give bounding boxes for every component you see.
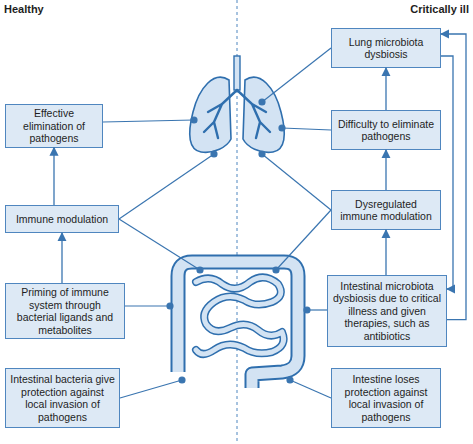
box-text: Intestinal bacteria give protection agai… <box>10 373 115 423</box>
arrow-connector <box>385 68 386 110</box>
box-text: Lung microbiota dysbiosis <box>336 36 436 61</box>
arrow-connector <box>385 150 386 190</box>
arrow-connector <box>61 233 62 283</box>
arrow-connector <box>385 230 386 275</box>
intestine-illustration <box>178 262 298 388</box>
arrow-connector <box>441 56 453 289</box>
box-text: Difficulty to eliminate pathogens <box>336 118 436 143</box>
process-box: Difficulty to eliminate pathogens <box>331 110 441 150</box>
box-text: Dysregulated immune modulation <box>336 198 436 223</box>
column-heading: Healthy <box>4 3 44 15</box>
arrow-connector <box>53 148 54 206</box>
column-heading: Critically ill <box>410 3 469 15</box>
lungs-illustration <box>190 56 285 152</box>
box-text: Priming of immune system through bacteri… <box>10 286 120 336</box>
process-box: Intestine loses protection against local… <box>331 368 441 428</box>
process-box: Priming of immune system through bacteri… <box>5 283 125 339</box>
box-text: Immune modulation <box>16 213 108 226</box>
process-box: Intestinal bacteria give protection agai… <box>5 368 120 428</box>
box-text: Intestinal microbiota dysbiosis due to c… <box>332 280 442 343</box>
box-text: Intestine loses protection against local… <box>336 373 436 423</box>
process-box: Intestinal microbiota dysbiosis due to c… <box>327 275 447 347</box>
box-text: Effective elimination of pathogens <box>10 107 98 145</box>
leader-lines <box>103 48 331 398</box>
process-box: Dysregulated immune modulation <box>331 190 441 230</box>
process-box: Immune modulation <box>5 205 119 233</box>
process-box: Effective elimination of pathogens <box>5 104 103 148</box>
process-box: Lung microbiota dysbiosis <box>331 28 441 68</box>
